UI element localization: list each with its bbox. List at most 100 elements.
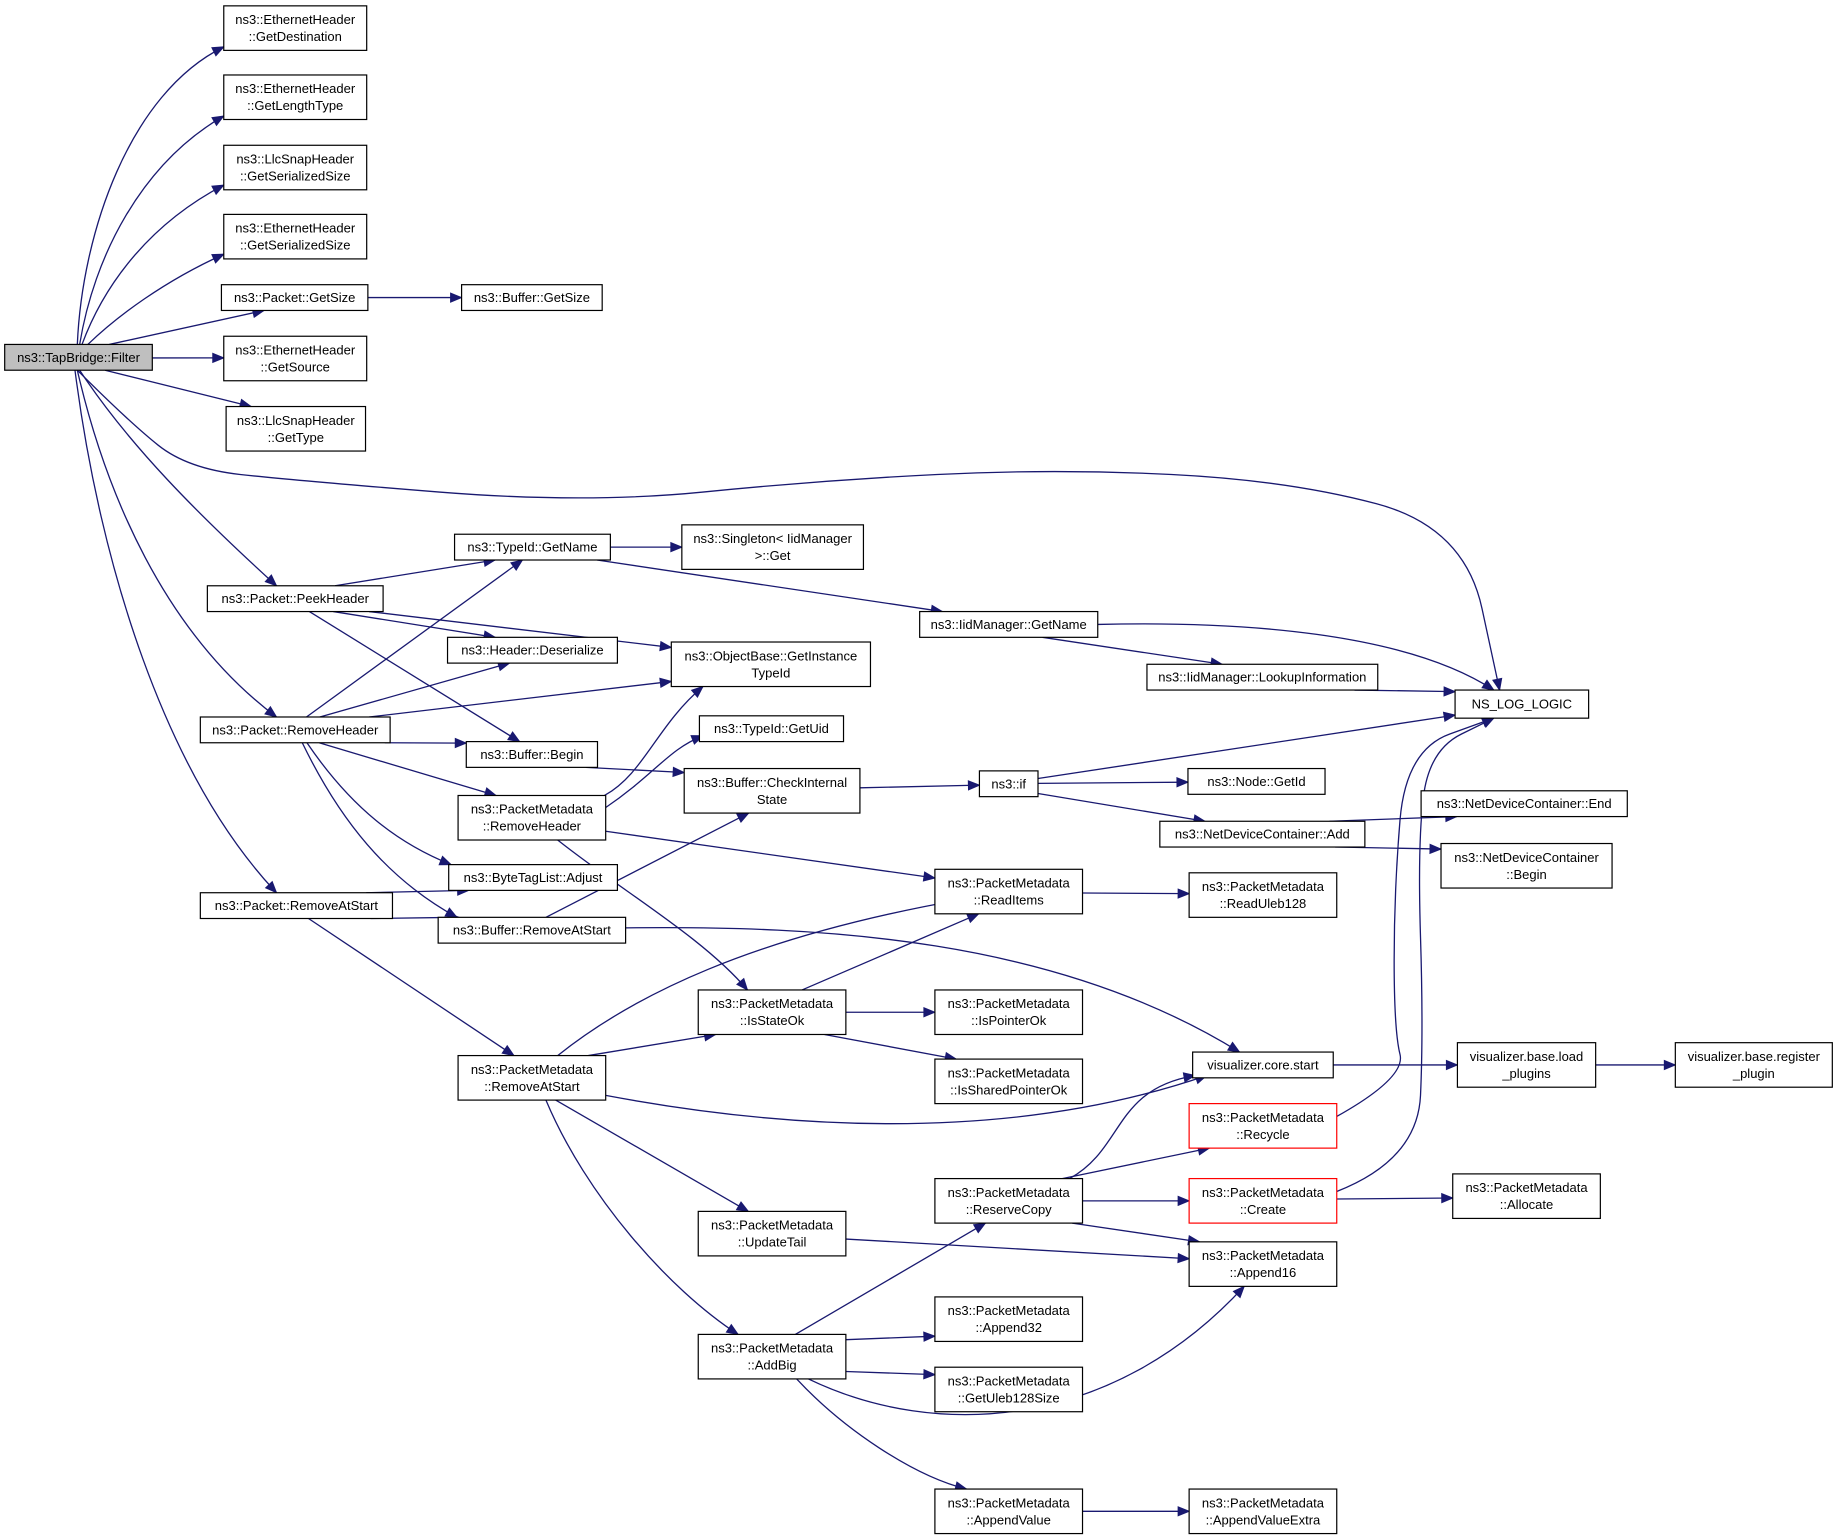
node-pm_addbig[interactable]: ns3::PacketMetadata::AddBig — [697, 1333, 847, 1380]
node-node_getid[interactable]: ns3::Node::GetId — [1187, 767, 1326, 795]
node-box[interactable] — [453, 533, 611, 561]
node-box[interactable] — [934, 989, 1084, 1036]
node-pm_appendvalueextra[interactable]: ns3::PacketMetadata::AppendValueExtra — [1188, 1488, 1338, 1535]
node-box[interactable] — [1456, 1042, 1597, 1088]
node-typeid_getname[interactable]: ns3::TypeId::GetName — [453, 533, 611, 561]
node-pm_appendvalue[interactable]: ns3::PacketMetadata::AppendValue — [934, 1488, 1084, 1535]
node-llc_getsersize[interactable]: ns3::LlcSnapHeader::GetSerializedSize — [223, 144, 368, 191]
node-box[interactable] — [1674, 1042, 1833, 1088]
node-box[interactable] — [448, 864, 619, 891]
node-pm_recycle[interactable]: ns3::PacketMetadata::Recycle — [1188, 1103, 1338, 1149]
node-ndc_add[interactable]: ns3::NetDeviceContainer::Add — [1159, 820, 1366, 848]
node-box[interactable] — [446, 636, 619, 664]
node-box[interactable] — [1188, 1241, 1338, 1287]
node-box[interactable] — [934, 1366, 1084, 1413]
node-box[interactable] — [1146, 663, 1379, 691]
node-ndc_begin[interactable]: ns3::NetDeviceContainer::Begin — [1440, 842, 1613, 889]
node-box[interactable] — [437, 916, 627, 944]
node-singleton_get[interactable]: ns3::Singleton< IidManager>::Get — [681, 524, 865, 570]
node-hdr_deserialize[interactable]: ns3::Header::Deserialize — [446, 636, 619, 664]
node-pkt_getsize[interactable]: ns3::Packet::GetSize — [220, 284, 369, 312]
node-box[interactable] — [457, 1054, 607, 1101]
node-box[interactable] — [225, 405, 367, 452]
node-box[interactable] — [1420, 790, 1628, 818]
node-box[interactable] — [4, 343, 153, 371]
node-buf_removeatstart[interactable]: ns3::Buffer::RemoveAtStart — [437, 916, 627, 944]
node-pm_create[interactable]: ns3::PacketMetadata::Create — [1188, 1177, 1338, 1224]
node-box[interactable] — [1454, 689, 1590, 719]
node-pm_reservecopy[interactable]: ns3::PacketMetadata::ReserveCopy — [934, 1177, 1084, 1224]
node-btl_adjust[interactable]: ns3::ByteTagList::Adjust — [448, 864, 619, 891]
node-eth_getsource[interactable]: ns3::EthernetHeader::GetSource — [223, 335, 368, 382]
node-box[interactable] — [223, 74, 368, 121]
node-box[interactable] — [1192, 1051, 1334, 1079]
node-pm_readitems[interactable]: ns3::PacketMetadata::ReadItems — [934, 868, 1084, 915]
node-box[interactable] — [919, 610, 1099, 638]
node-pm_readuleb[interactable]: ns3::PacketMetadata::ReadUleb128 — [1188, 872, 1338, 918]
node-typeid_getuid[interactable]: ns3::TypeId::GetUid — [698, 715, 845, 743]
node-box[interactable] — [934, 1296, 1084, 1343]
node-box[interactable] — [1188, 1103, 1338, 1149]
node-box[interactable] — [465, 740, 599, 768]
node-pm_getulebsize[interactable]: ns3::PacketMetadata::GetUleb128Size — [934, 1366, 1084, 1413]
node-pkt_removeatstart[interactable]: ns3::Packet::RemoveAtStart — [199, 892, 394, 920]
node-box[interactable] — [223, 144, 368, 191]
node-box[interactable] — [223, 335, 368, 382]
node-vis_register[interactable]: visualizer.base.register_plugin — [1674, 1042, 1833, 1088]
node-box[interactable] — [934, 868, 1084, 915]
node-box[interactable] — [457, 794, 607, 841]
node-box[interactable] — [460, 284, 603, 312]
node-box[interactable] — [934, 1488, 1084, 1535]
node-box[interactable] — [206, 585, 384, 613]
node-llc_gettype[interactable]: ns3::LlcSnapHeader::GetType — [225, 405, 367, 452]
node-buf_begin[interactable]: ns3::Buffer::Begin — [465, 740, 599, 768]
node-box[interactable] — [1188, 1488, 1338, 1535]
node-box[interactable] — [978, 770, 1039, 798]
node-pm_removeheader[interactable]: ns3::PacketMetadata::RemoveHeader — [457, 794, 607, 841]
node-iid_getname[interactable]: ns3::IidManager::GetName — [919, 610, 1099, 638]
node-eth_getlentype[interactable]: ns3::EthernetHeader::GetLengthType — [223, 74, 368, 121]
node-box[interactable] — [1187, 767, 1326, 795]
node-ndc_end[interactable]: ns3::NetDeviceContainer::End — [1420, 790, 1628, 818]
node-box[interactable] — [1188, 872, 1338, 918]
node-box[interactable] — [1440, 842, 1613, 889]
node-box[interactable] — [220, 284, 369, 312]
node-eth_getdest[interactable]: ns3::EthernetHeader::GetDestination — [223, 5, 368, 51]
node-ns_log_logic[interactable]: NS_LOG_LOGIC — [1454, 689, 1590, 719]
node-eth_getsersize[interactable]: ns3::EthernetHeader::GetSerializedSize — [223, 213, 368, 260]
node-pm_isstateok[interactable]: ns3::PacketMetadata::IsStateOk — [697, 989, 847, 1036]
node-box[interactable] — [697, 1210, 847, 1257]
node-box[interactable] — [199, 716, 391, 744]
node-ns3_if[interactable]: ns3::if — [978, 770, 1039, 798]
node-pm_allocate[interactable]: ns3::PacketMetadata::Allocate — [1452, 1173, 1601, 1220]
node-vis_start[interactable]: visualizer.core.start — [1192, 1051, 1334, 1079]
node-box[interactable] — [697, 1333, 847, 1380]
node-pkt_removeheader[interactable]: ns3::Packet::RemoveHeader — [199, 716, 391, 744]
node-box[interactable] — [683, 767, 861, 814]
node-box[interactable] — [1452, 1173, 1601, 1220]
node-box[interactable] — [934, 1058, 1084, 1105]
node-pm_ispointerok[interactable]: ns3::PacketMetadata::IsPointerOk — [934, 989, 1084, 1036]
node-box[interactable] — [1159, 820, 1366, 848]
node-box[interactable] — [670, 641, 872, 688]
node-box[interactable] — [934, 1177, 1084, 1224]
node-filter[interactable]: ns3::TapBridge::Filter — [4, 343, 153, 371]
node-pkt_peekheader[interactable]: ns3::Packet::PeekHeader — [206, 585, 384, 613]
node-iid_lookup[interactable]: ns3::IidManager::LookupInformation — [1146, 663, 1379, 691]
node-vis_load[interactable]: visualizer.base.load_plugins — [1456, 1042, 1597, 1088]
node-buf_getsize[interactable]: ns3::Buffer::GetSize — [460, 284, 603, 312]
node-box[interactable] — [223, 213, 368, 260]
node-pm_updatetail[interactable]: ns3::PacketMetadata::UpdateTail — [697, 1210, 847, 1257]
node-box[interactable] — [1188, 1177, 1338, 1224]
node-pm_removeatstart[interactable]: ns3::PacketMetadata::RemoveAtStart — [457, 1054, 607, 1101]
node-box[interactable] — [697, 989, 847, 1036]
node-box[interactable] — [698, 715, 845, 743]
node-pm_append16[interactable]: ns3::PacketMetadata::Append16 — [1188, 1241, 1338, 1287]
node-pm_append32[interactable]: ns3::PacketMetadata::Append32 — [934, 1296, 1084, 1343]
node-box[interactable] — [223, 5, 368, 51]
node-box[interactable] — [681, 524, 865, 570]
node-box[interactable] — [199, 892, 394, 920]
node-pm_issharedptr[interactable]: ns3::PacketMetadata::IsSharedPointerOk — [934, 1058, 1084, 1105]
